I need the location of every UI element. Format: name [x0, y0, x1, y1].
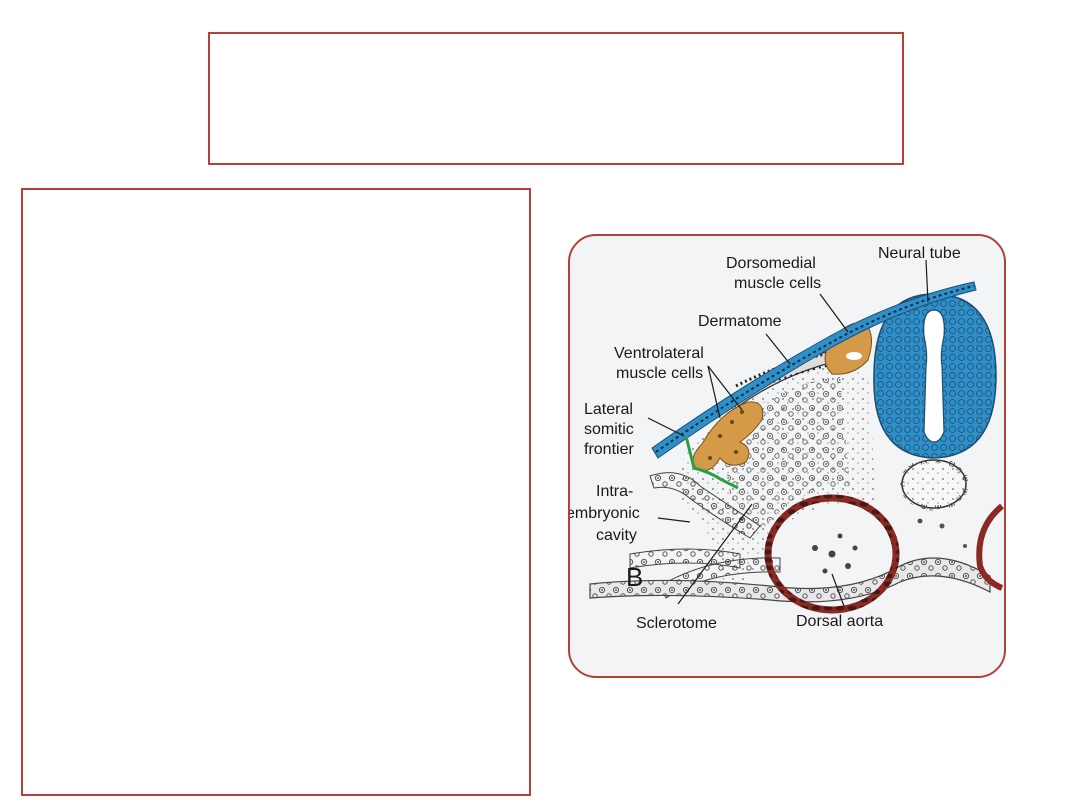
- neural-canal: [923, 309, 945, 443]
- cavity-wall: [649, 472, 761, 539]
- label-ventrolateral-line2: muscle cells: [616, 365, 703, 382]
- blood-cells: [812, 533, 858, 574]
- title-placeholder-box: [208, 32, 904, 165]
- label-intra-line2: embryonic: [570, 505, 640, 522]
- label-neural-tube: Neural tube: [878, 245, 961, 262]
- gut-epithelium: [629, 548, 741, 569]
- content-placeholder-box: [21, 188, 531, 796]
- label-intra-line3: cavity: [596, 527, 637, 544]
- label-lateral-line3: frontier: [584, 441, 634, 458]
- label-dermatome: Dermatome: [698, 313, 782, 330]
- label-dorsal-aorta: Dorsal aorta: [796, 613, 883, 630]
- leader-lines: [647, 259, 929, 607]
- panel-letter: B: [626, 562, 643, 592]
- label-dorsomedial-line1: Dorsomedial: [726, 255, 816, 272]
- label-sclerotome: Sclerotome: [636, 615, 717, 632]
- label-dorsomedial-line2: muscle cells: [734, 275, 821, 292]
- lateral-somitic-frontier: [684, 435, 739, 490]
- label-lateral-line2: somitic: [584, 421, 634, 438]
- right-vessel: [976, 503, 1004, 591]
- diagram-labels: Neural tube Dorsomedial muscle cells Der…: [570, 245, 961, 632]
- label-ventrolateral-line1: Ventrolateral: [614, 345, 704, 362]
- somite-diagram-frame: Neural tube Dorsomedial muscle cells Der…: [568, 234, 1006, 678]
- somite-diagram: [589, 259, 1004, 614]
- label-intra-line1: Intra-: [596, 483, 633, 500]
- label-lateral-line1: Lateral: [584, 401, 633, 418]
- surface-ectoderm: [651, 281, 977, 459]
